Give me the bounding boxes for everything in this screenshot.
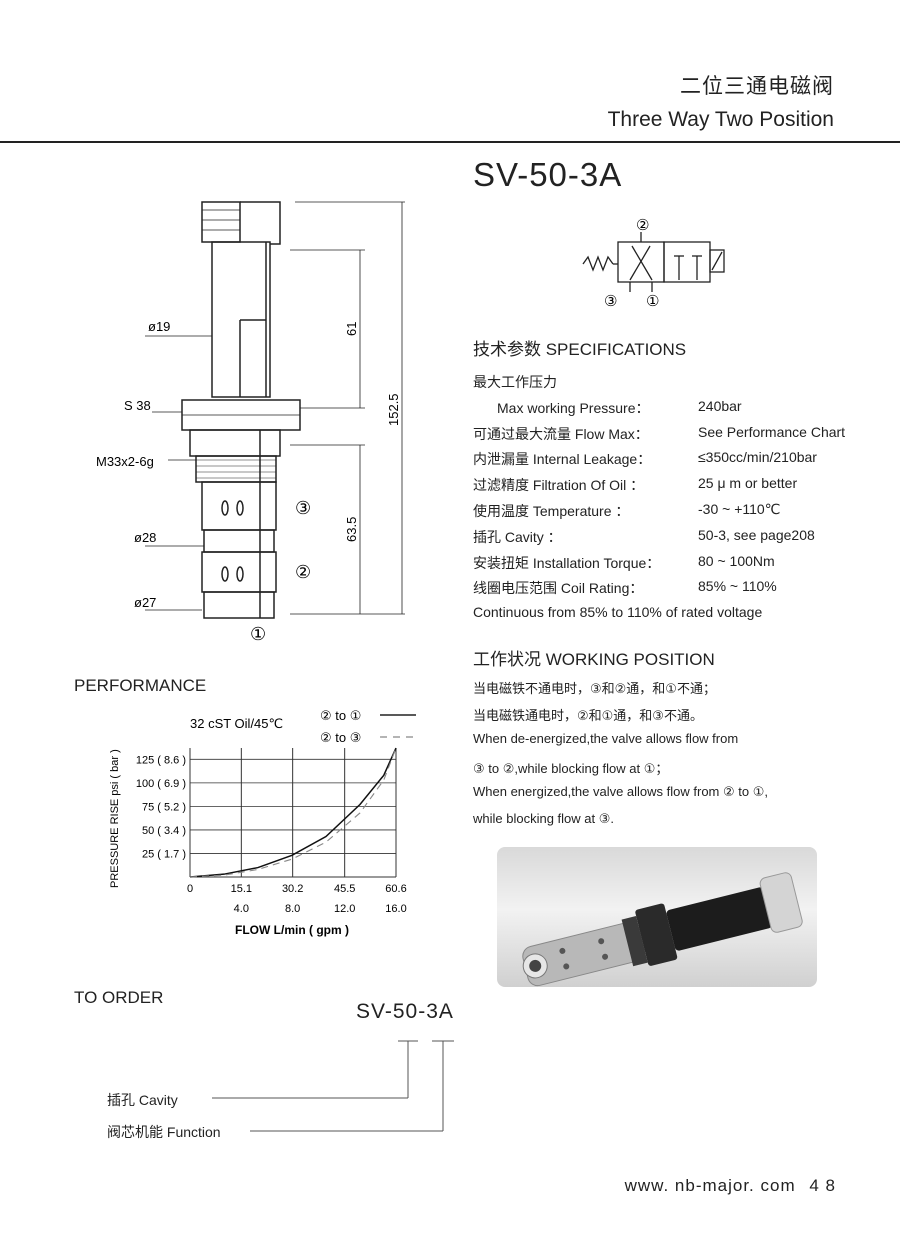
performance-chart: 32 cST Oil/45℃ ② to ① ② to ③ 125 ( 8.6 )… <box>109 708 416 937</box>
port-label-3: ③ <box>295 498 311 518</box>
spec-value: See Performance Chart <box>698 423 846 440</box>
chart-ytick-label: 125 ( 8.6 ) <box>136 754 186 766</box>
chart-xtick-label: 45.5 <box>334 883 355 895</box>
page-number: 4 8 <box>809 1176 836 1195</box>
spec-row-pressure-cn: 最大工作压力 <box>473 372 873 398</box>
dim-thread: M33x2-6g <box>96 454 154 469</box>
header-title-en: Three Way Two Position <box>607 108 834 131</box>
spec-label: 插孔 Cavity ： <box>473 528 562 545</box>
chart-ytick-label: 100 ( 6.9 ) <box>136 778 186 790</box>
spec-row: 内泄漏量 Internal Leakage： ≤350cc/min/210bar <box>473 449 873 475</box>
chart-ytick-label: 25 ( 1.7 ) <box>142 848 186 860</box>
chart-ytick-label: 50 ( 3.4 ) <box>142 825 186 837</box>
chart-annotation: 32 cST Oil/45℃ <box>190 716 283 731</box>
spec-value: -30 ~ +110℃ <box>698 500 781 517</box>
symbol-port-1: ① <box>646 293 659 310</box>
valve-drawing: ø19 S 38 M33x2-6g ø28 ø27 61 152.5 63.5 … <box>96 201 405 644</box>
legend-label-solid: ② to ① <box>320 708 361 723</box>
symbol-port-3: ③ <box>604 293 617 310</box>
spec-label: 线圈电压范围 Coil Rating： <box>473 580 644 597</box>
dim-len152: 152.5 <box>386 393 401 426</box>
spec-value: 25 μ m or better <box>698 475 798 492</box>
port-label-1: ① <box>250 624 266 644</box>
spec-row: 使用温度 Temperature ： -30 ~ +110℃ <box>473 501 873 527</box>
spec-row: Max working Pressure： 240bar <box>473 398 873 424</box>
spec-row: 安装扭矩 Installation Torque： 80 ~ 100Nm <box>473 553 873 579</box>
chart-ylabel: PRESSURE RISE psi ( bar ) <box>109 749 121 888</box>
chart-xtick-label: 15.1 <box>231 883 252 895</box>
series-line-2-to-1 <box>189 747 397 878</box>
dim-d28: ø28 <box>134 530 156 545</box>
spec-label: 内泄漏量 Internal Leakage： <box>473 451 652 468</box>
working-line: ③ to ②,while blocking flow at ①； <box>473 760 669 776</box>
spec-value: 50-3, see page208 <box>698 526 815 543</box>
order-cavity-label: 插孔 Cavity <box>107 1092 178 1108</box>
spec-row: 可通过最大流量 Flow Max： See Performance Chart <box>473 424 873 450</box>
chart-xtick-gpm-label: 4.0 <box>234 903 249 915</box>
chart-xtick-label: 0 <box>187 883 193 895</box>
performance-title: PERFORMANCE <box>74 676 207 695</box>
order-model: SV-50-3A <box>356 1000 454 1023</box>
footer-url: www. nb-major. com <box>624 1176 796 1195</box>
model-title: SV-50-3A <box>473 156 623 193</box>
spec-label: 过滤精度 Filtration Of Oil ： <box>473 477 645 494</box>
working-title: 工作状况 WORKING POSITION <box>473 650 715 669</box>
dim-d27: ø27 <box>134 595 156 610</box>
header-rule <box>0 141 900 143</box>
chart-xtick-label: 30.2 <box>282 883 303 895</box>
spec-label: 安装扭矩 Installation Torque： <box>473 554 661 571</box>
spec-row: 过滤精度 Filtration Of Oil ： 25 μ m or better <box>473 475 873 501</box>
product-photo <box>497 847 817 987</box>
working-line: while blocking flow at ③. <box>473 810 614 826</box>
spec-row: 线圈电压范围 Coil Rating： 85% ~ 110% <box>473 578 873 604</box>
spec-continuous: Continuous from 85% to 110% of rated vol… <box>473 604 873 630</box>
spec-label: Max working Pressure： <box>497 399 650 416</box>
spec-label: 使用温度 Temperature ： <box>473 502 630 519</box>
dim-len63: 63.5 <box>344 517 359 542</box>
port-label-2: ② <box>295 562 311 582</box>
chart-xtick-gpm-label: 8.0 <box>285 903 300 915</box>
chart-ytick-label: 75 ( 5.2 ) <box>142 801 186 813</box>
spec-note: Continuous from 85% to 110% of rated vol… <box>473 604 763 621</box>
chart-xtick-gpm-label: 16.0 <box>385 903 406 915</box>
order-leaders <box>212 1040 454 1132</box>
dim-len61: 61 <box>344 322 359 336</box>
specs-title: 技术参数 SPECIFICATIONS <box>473 340 687 359</box>
spec-label: 最大工作压力 <box>473 374 557 390</box>
spec-label: 可通过最大流量 Flow Max： <box>473 425 649 442</box>
legend-label-dashed: ② to ③ <box>320 730 361 745</box>
spec-value: ≤350cc/min/210bar <box>698 449 817 466</box>
working-line: 当电磁铁不通电时，③和②通，和①不通； <box>473 681 716 696</box>
dim-d19: ø19 <box>148 319 170 334</box>
spec-value: 240bar <box>698 397 742 414</box>
working-line: When energized,the valve allows flow fro… <box>473 784 768 799</box>
working-line: 当电磁铁通电时，②和①通，和③不通。 <box>473 707 703 723</box>
spec-row: 插孔 Cavity ： 50-3, see page208 <box>473 527 873 553</box>
order-function-label: 阀芯机能 Function <box>107 1124 221 1140</box>
order-title: TO ORDER <box>74 988 164 1007</box>
series-line-2-to-3 <box>189 747 397 878</box>
working-line: When de-energized,the valve allows flow … <box>473 731 739 746</box>
footer: www. nb-major. com 4 8 <box>625 1176 836 1196</box>
symbol-port-2: ② <box>636 217 649 234</box>
spec-value: 85% ~ 110% <box>698 578 777 595</box>
chart-xlabel: FLOW L/min ( gpm ) <box>235 923 349 937</box>
spec-value: 80 ~ 100Nm <box>698 552 775 569</box>
chart-xtick-label: 60.6 <box>385 883 406 895</box>
hydraulic-symbol: ② ③ ① <box>582 217 725 310</box>
chart-xtick-gpm-label: 12.0 <box>334 903 355 915</box>
header-title-cn: 二位三通电磁阀 <box>680 75 834 98</box>
dim-s38: S 38 <box>124 398 151 413</box>
working-text: 当电磁铁不通电时，③和②通，和①不通； 当电磁铁通电时，②和①通，和③不通。 W… <box>473 678 853 837</box>
specs-list: 最大工作压力 Max working Pressure： 240bar 可通过最大… <box>473 372 873 630</box>
